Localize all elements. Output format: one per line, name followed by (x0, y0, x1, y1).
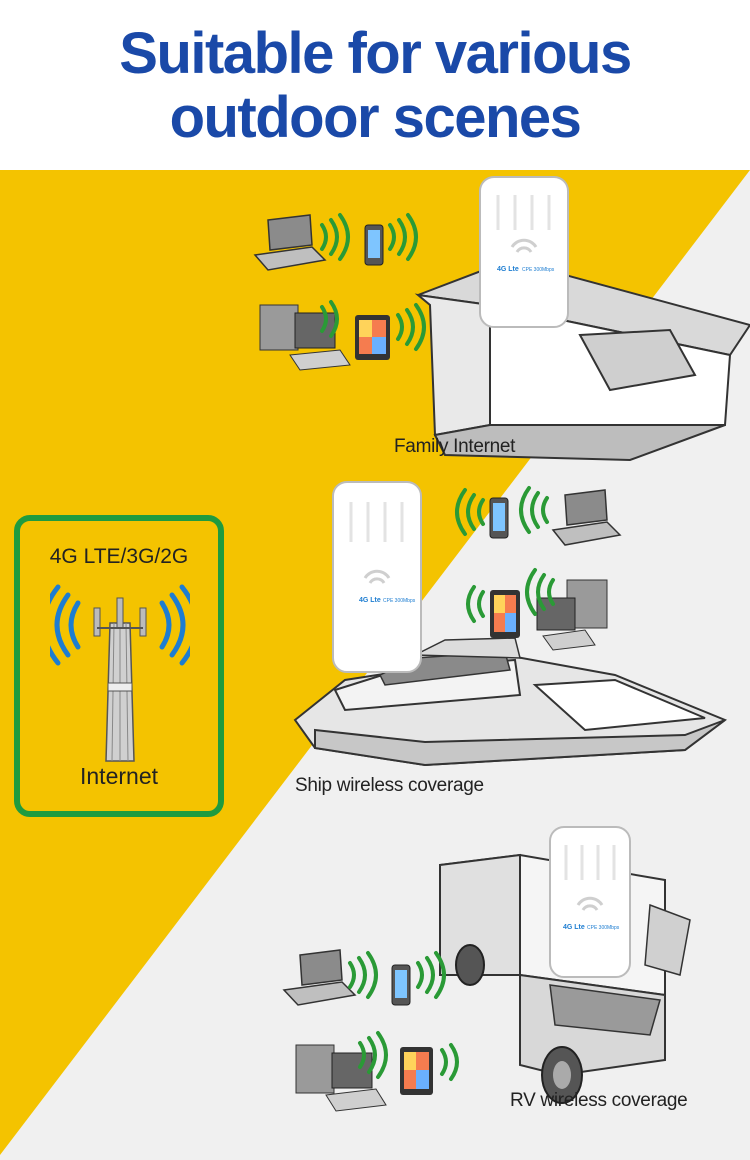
wifi-waves (455, 486, 555, 623)
rv-scene: 4G Lte CPE 300Mbps (282, 826, 691, 1112)
cpe-device-rv: 4G Lte CPE 300Mbps (549, 826, 631, 978)
tower-title: 4G LTE/3G/2G (49, 545, 189, 568)
headline-line-2: outdoor scenes (169, 85, 582, 150)
device-model-label: CPE 300Mbps (522, 267, 555, 273)
device-brand-label: 4G Lte (497, 266, 519, 273)
caption-family: Family Internet (394, 436, 516, 457)
device-model-label: CPE 300Mbps (383, 598, 416, 604)
caption-rv: RV wireless coverage (510, 1090, 688, 1111)
phone-icon (391, 964, 411, 1006)
signal-waves-left (50, 584, 81, 666)
tower-card: 4G LTE/3G/2G Internet (14, 515, 224, 817)
headline: Suitable for various outdoor scenes (0, 22, 750, 150)
device-model-label: CPE 300Mbps (587, 925, 620, 931)
laptop-icon (282, 949, 357, 1006)
device-brand-label: 4G Lte (563, 924, 585, 931)
signal-waves-right (159, 584, 190, 666)
ship-scene: 4G Lte CPE 300Mbps (293, 481, 728, 767)
tower-label: Internet (80, 763, 158, 789)
phone-icon (489, 497, 509, 539)
caption-ship: Ship wireless coverage (295, 775, 484, 796)
tablet-icon (490, 590, 520, 638)
family-scene: 4G Lte CPE 300Mbps (253, 176, 750, 462)
wifi-waves (320, 213, 426, 351)
desktop-icon (295, 1044, 387, 1112)
wifi-waves (348, 951, 459, 1081)
tower-icon (50, 584, 190, 762)
phone-icon (364, 224, 384, 266)
laptop-icon (551, 489, 622, 546)
tablet-icon (400, 1047, 433, 1095)
desktop-icon (536, 579, 608, 651)
tablet-icon (355, 315, 390, 360)
device-brand-label: 4G Lte (359, 597, 381, 604)
headline-line-1: Suitable for various (119, 21, 632, 86)
house-icon (414, 258, 750, 462)
yacht-icon (293, 637, 728, 767)
cpe-device-ship: 4G Lte CPE 300Mbps (332, 481, 422, 673)
cpe-device-home: 4G Lte CPE 300Mbps (479, 176, 569, 328)
desktop-icon (259, 304, 351, 371)
laptop-icon (253, 214, 327, 271)
